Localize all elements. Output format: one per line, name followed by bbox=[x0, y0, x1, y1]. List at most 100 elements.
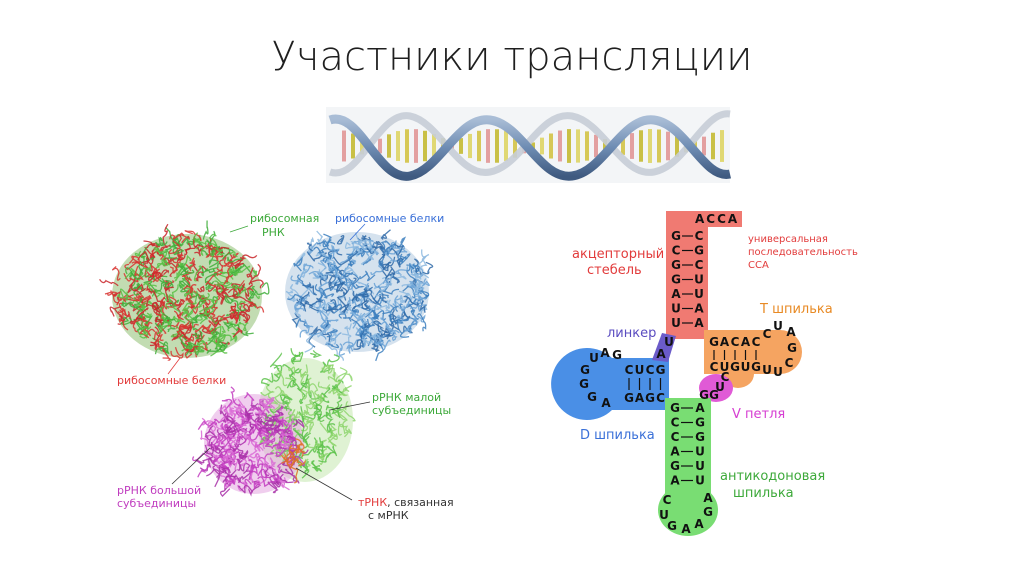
large-subunit-strand bbox=[254, 405, 262, 418]
ribosome-strand bbox=[204, 295, 218, 305]
base: A bbox=[600, 346, 610, 360]
protein-strand bbox=[316, 247, 329, 254]
protein-strand bbox=[319, 309, 330, 328]
protein-strand bbox=[361, 235, 368, 250]
label-large-subunit-line2: субъединицы bbox=[117, 497, 196, 510]
protein-strand bbox=[338, 313, 350, 319]
protein-strand bbox=[359, 304, 385, 317]
protein-strand bbox=[383, 243, 396, 255]
base: A bbox=[694, 517, 704, 531]
ribosome-strand bbox=[153, 247, 163, 255]
ribosome-strand bbox=[239, 302, 251, 312]
small-subunit-strand bbox=[273, 372, 282, 382]
ribosome-strand bbox=[155, 246, 168, 257]
large-subunit-strand bbox=[212, 436, 221, 447]
base-pair-rung bbox=[513, 134, 517, 158]
anticodon-loop-region bbox=[658, 484, 718, 536]
ribosome-strand bbox=[131, 283, 144, 292]
protein-strand bbox=[398, 253, 411, 266]
d-stem-bonds bbox=[628, 378, 662, 390]
large-subunit-strand bbox=[243, 434, 257, 449]
protein-strand bbox=[417, 292, 427, 305]
base: C bbox=[763, 327, 772, 341]
small-subunit-strand bbox=[337, 423, 349, 438]
large-subunit-strand bbox=[284, 468, 300, 484]
protein-strand bbox=[326, 259, 337, 266]
ribosome-strand bbox=[117, 291, 129, 301]
ribosome-strand bbox=[216, 256, 228, 272]
protein-strand bbox=[308, 297, 324, 307]
protein-strand bbox=[417, 313, 427, 332]
base: U bbox=[694, 273, 704, 287]
label-acceptor-line2: стебель bbox=[587, 263, 642, 278]
base: C bbox=[671, 430, 680, 444]
protein-strand bbox=[308, 270, 324, 278]
ribosome-strand bbox=[217, 332, 236, 342]
base: C bbox=[721, 370, 730, 384]
base: C bbox=[646, 363, 655, 377]
protein-strand bbox=[304, 300, 319, 312]
protein-strand bbox=[318, 300, 329, 316]
ribosome-strand bbox=[139, 331, 149, 339]
ribosome-strand bbox=[205, 248, 218, 258]
ribosome-strand bbox=[207, 327, 216, 340]
protein-strand bbox=[390, 243, 405, 256]
ribosome-strand bbox=[202, 220, 209, 240]
ribosome-strand bbox=[149, 264, 158, 277]
ribosome-strand bbox=[118, 313, 129, 331]
ribosome-strand bbox=[99, 278, 119, 287]
base-pair-rung bbox=[342, 130, 346, 162]
large-subunit-strand bbox=[212, 455, 224, 464]
ribosome-strand bbox=[218, 266, 235, 275]
ribosome-strand bbox=[132, 316, 146, 333]
label-rrna-line2: РНК bbox=[262, 226, 285, 239]
base: G bbox=[695, 430, 705, 444]
ribosome-strand bbox=[229, 300, 247, 312]
large-subunit-strand bbox=[197, 462, 211, 478]
base-pair-rung bbox=[702, 136, 706, 156]
protein-strand bbox=[404, 327, 412, 334]
large-subunit-strand bbox=[292, 418, 305, 429]
linker-strand: UA bbox=[656, 335, 674, 361]
base-pair-rung bbox=[675, 135, 679, 157]
ribosome-subunits-image bbox=[192, 348, 356, 498]
small-subunit-strand bbox=[331, 408, 346, 421]
ribosome-strand bbox=[135, 307, 149, 321]
base-pair-rung bbox=[558, 130, 562, 162]
ribosome-strand bbox=[130, 297, 150, 308]
ribosome-strand bbox=[172, 241, 180, 256]
linker-region bbox=[652, 333, 676, 362]
ribosome-strand bbox=[227, 261, 234, 278]
ribosome-strand bbox=[248, 286, 257, 299]
protein-strand bbox=[410, 273, 430, 279]
protein-strand bbox=[306, 251, 327, 262]
ribosome-strand bbox=[185, 262, 195, 272]
large-subunit-strand bbox=[257, 398, 269, 408]
small-subunit-strand bbox=[342, 386, 350, 397]
large-subunit-strand bbox=[232, 407, 246, 419]
protein-strand bbox=[413, 272, 422, 286]
ribosome-strand bbox=[136, 282, 145, 292]
protein-strand bbox=[289, 284, 300, 296]
ribosome-strand bbox=[130, 266, 145, 281]
small-subunit-strand bbox=[290, 348, 299, 365]
base-pair-rung bbox=[414, 129, 418, 163]
ribosome-strand bbox=[249, 263, 262, 285]
ribosome-strand bbox=[200, 267, 215, 277]
ribosome-strand bbox=[140, 313, 153, 325]
ribosome-strand bbox=[240, 310, 251, 323]
protein-strand bbox=[300, 269, 308, 278]
base-pair-rung bbox=[360, 137, 364, 155]
large-subunit-strand bbox=[272, 440, 282, 450]
protein-strand bbox=[370, 263, 383, 276]
protein-strand bbox=[368, 314, 374, 324]
large-subunit-strand bbox=[225, 420, 240, 433]
ribosome-strand bbox=[245, 287, 255, 301]
base: G bbox=[787, 341, 797, 355]
protein-strand bbox=[363, 331, 374, 345]
base: G bbox=[695, 416, 705, 430]
small-subunit-strand bbox=[325, 409, 333, 418]
protein-strand bbox=[366, 250, 379, 257]
ribosome-strand bbox=[142, 282, 158, 290]
protein-strand bbox=[317, 269, 332, 279]
